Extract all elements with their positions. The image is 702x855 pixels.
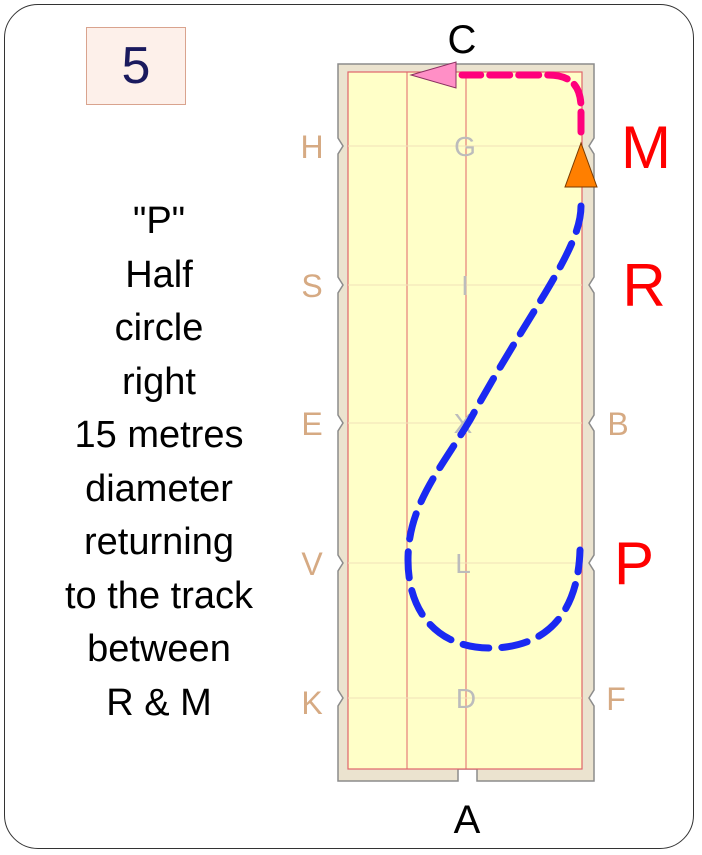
center-letter-i: I xyxy=(461,270,469,301)
instruction-line: R & M xyxy=(106,681,212,724)
end-arrow-icon xyxy=(409,61,457,89)
instruction-line: right xyxy=(122,360,196,403)
marker-letter-m: M xyxy=(621,114,671,181)
instruction-line: "P" xyxy=(132,200,186,242)
end-letter-c: C xyxy=(448,18,477,62)
arena-surface xyxy=(347,71,583,770)
continuation-path xyxy=(458,71,585,136)
end-letter-a: A xyxy=(454,798,481,842)
instruction-line: circle xyxy=(114,307,204,349)
marker-letter-v: V xyxy=(301,546,323,582)
center-letter-g: G xyxy=(454,131,476,162)
instruction-line: returning xyxy=(84,521,234,563)
instruction-line: 15 metres xyxy=(74,414,244,456)
instruction-line: between xyxy=(87,628,231,670)
movement-number-box: 5 xyxy=(86,27,186,105)
marker-letter-s: S xyxy=(301,268,322,304)
movement-instructions: "P" Half circle right 15 metres diameter… xyxy=(28,195,290,730)
movement-number: 5 xyxy=(121,37,151,95)
instruction-line: to the track xyxy=(65,574,253,617)
marker-letter-e: E xyxy=(301,406,322,442)
marker-letter-r: R xyxy=(622,252,665,319)
movement-path xyxy=(404,202,585,652)
start-arrow-icon xyxy=(564,141,598,188)
marker-letter-f: F xyxy=(606,681,626,717)
marker-letter-p: P xyxy=(614,530,654,597)
center-letter-d: D xyxy=(456,683,476,714)
instruction-line: Half xyxy=(125,253,193,296)
instruction-line: diameter xyxy=(85,467,233,510)
center-letter-x: X xyxy=(454,408,473,439)
center-letter-l: L xyxy=(455,548,471,579)
marker-letter-h: H xyxy=(300,129,323,165)
marker-letter-k: K xyxy=(301,685,322,721)
marker-letter-b: B xyxy=(607,406,628,442)
